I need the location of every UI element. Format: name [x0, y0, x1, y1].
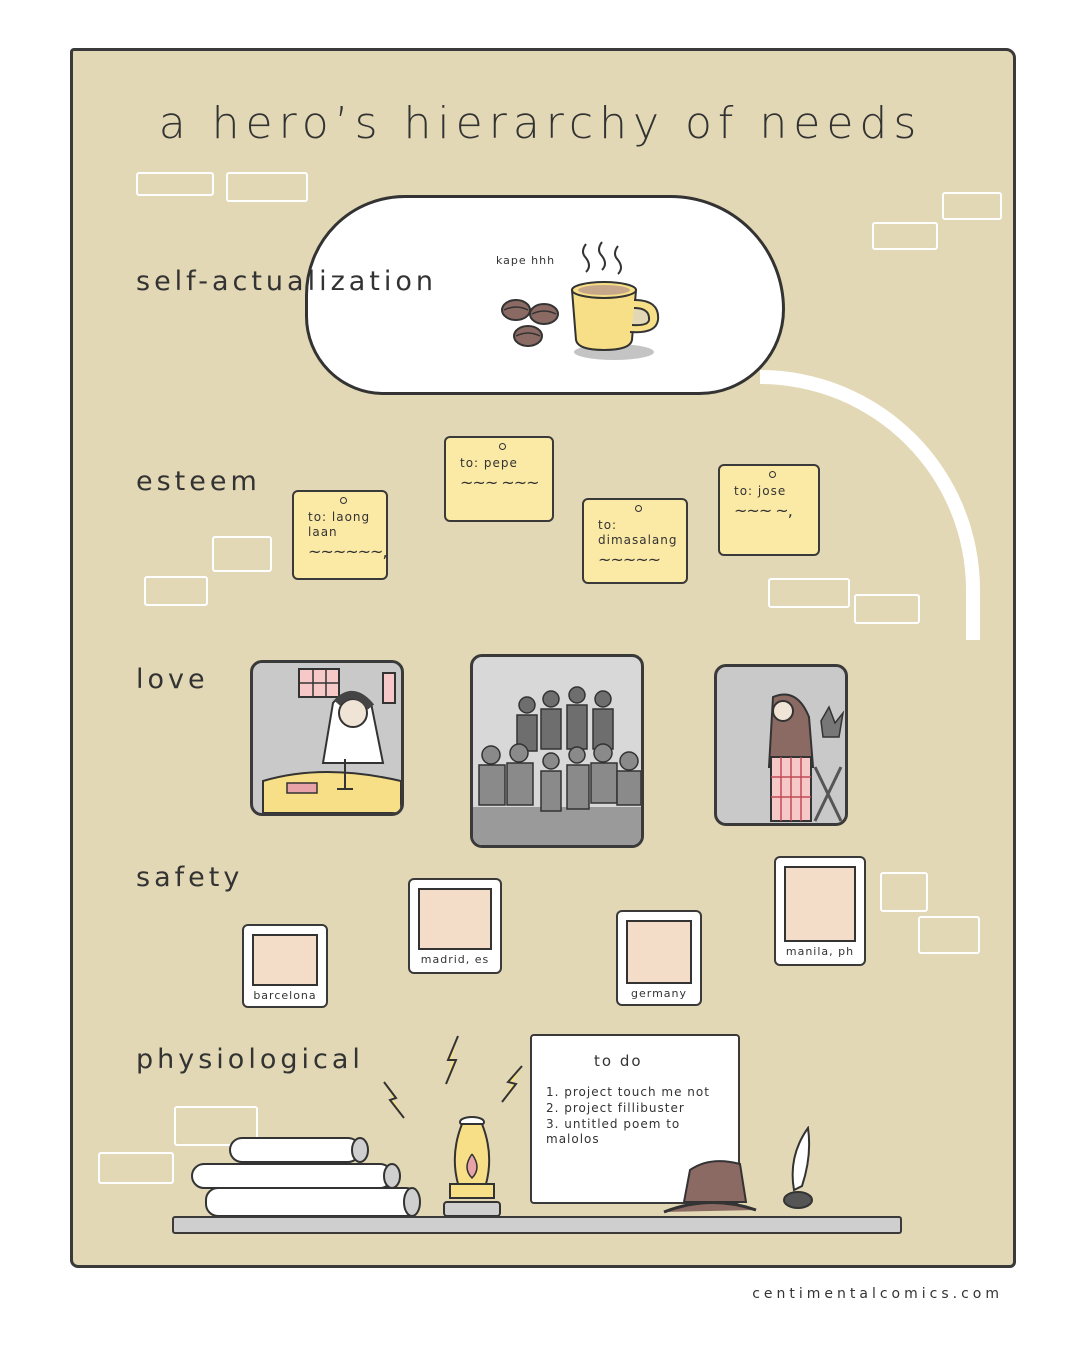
photo-woman-at-table: [250, 660, 404, 816]
quill-pen-icon: [783, 1126, 813, 1209]
note-jose: to: jose ~~~ ~,: [718, 464, 820, 556]
polaroid-manila: manila, ph: [774, 856, 866, 966]
thought-bubble: [305, 195, 785, 395]
coffee-cup-icon: [570, 241, 660, 360]
pin-icon: [340, 497, 347, 504]
wall-brick: [98, 1152, 174, 1184]
pin-icon: [769, 471, 776, 478]
coffee-beans-icon: [501, 299, 559, 347]
note-scribble: ~~~ ~~~: [460, 473, 540, 492]
wall-brick: [136, 172, 214, 196]
wall-brick: [872, 222, 938, 250]
madrid-picture: [418, 888, 492, 950]
wall-brick: [226, 172, 308, 202]
todo-item: 3. untitled poem to malolos: [546, 1117, 681, 1146]
polaroid-caption: madrid, es: [420, 953, 490, 966]
pin-icon: [635, 505, 642, 512]
wall-brick: [212, 536, 272, 572]
wall-brick: [880, 872, 928, 912]
page-title: a hero’s hierarchy of needs: [158, 98, 923, 149]
site-credit: centimentalcomics.com: [752, 1286, 1003, 1302]
todo-title: to do: [594, 1052, 643, 1070]
level-safety: safety: [136, 862, 244, 893]
hat-icon: [663, 1160, 757, 1214]
note-scribble: ~~~ ~,: [734, 501, 793, 520]
family-group-illustration: [473, 686, 641, 845]
note-laong-laan: to: laong laan ~~~~~~,: [292, 490, 388, 580]
oil-lamp-icon: [443, 1116, 501, 1217]
polaroid-barcelona: barcelona: [242, 924, 328, 1008]
germany-picture: [626, 920, 692, 984]
note-recipient: to: pepe: [460, 456, 518, 470]
level-self-actualization: self-actualization: [136, 266, 438, 297]
polaroid-caption: germany: [630, 987, 688, 1000]
note-dimasalang: to: dimasalang ~~~~~: [582, 498, 688, 584]
barcelona-picture: [252, 934, 318, 986]
polaroid-madrid: madrid, es: [408, 878, 502, 974]
wall-brick: [144, 576, 208, 606]
polaroid-caption: manila, ph: [785, 945, 855, 958]
thought-caption: kape hhh: [496, 254, 556, 267]
pin-icon: [499, 443, 506, 450]
note-recipient: to: dimasalang: [598, 518, 678, 547]
level-love: love: [136, 664, 209, 695]
note-recipient: to: laong laan: [308, 510, 371, 539]
note-recipient: to: jose: [734, 484, 787, 498]
todo-item: 1. project touch me not: [546, 1085, 710, 1099]
lightning-bolt-icon: [501, 1065, 523, 1103]
note-scribble: ~~~~~: [598, 550, 661, 569]
paper-scrolls-icon: [191, 1137, 421, 1217]
lightning-bolt-icon: [445, 1035, 459, 1085]
manila-picture: [784, 866, 856, 942]
level-physiological: physiological: [136, 1044, 364, 1075]
todo-item: 2. project fillibuster: [546, 1101, 685, 1115]
woman-at-table-illustration: [262, 668, 401, 813]
woman-on-balcony-illustration: [767, 693, 845, 822]
polaroid-caption: barcelona: [253, 989, 317, 1002]
desk: [172, 1216, 902, 1234]
lightning-bolt-icon: [383, 1081, 405, 1119]
wall-brick: [918, 916, 980, 954]
photo-woman-on-balcony: [714, 664, 848, 826]
wall-brick: [174, 1106, 258, 1146]
polaroid-germany: germany: [616, 910, 702, 1006]
photo-family-group: [470, 654, 644, 848]
note-pepe: to: pepe ~~~ ~~~: [444, 436, 554, 522]
wall-brick: [942, 192, 1002, 220]
note-scribble: ~~~~~~,: [308, 542, 388, 561]
level-esteem: esteem: [136, 466, 261, 497]
